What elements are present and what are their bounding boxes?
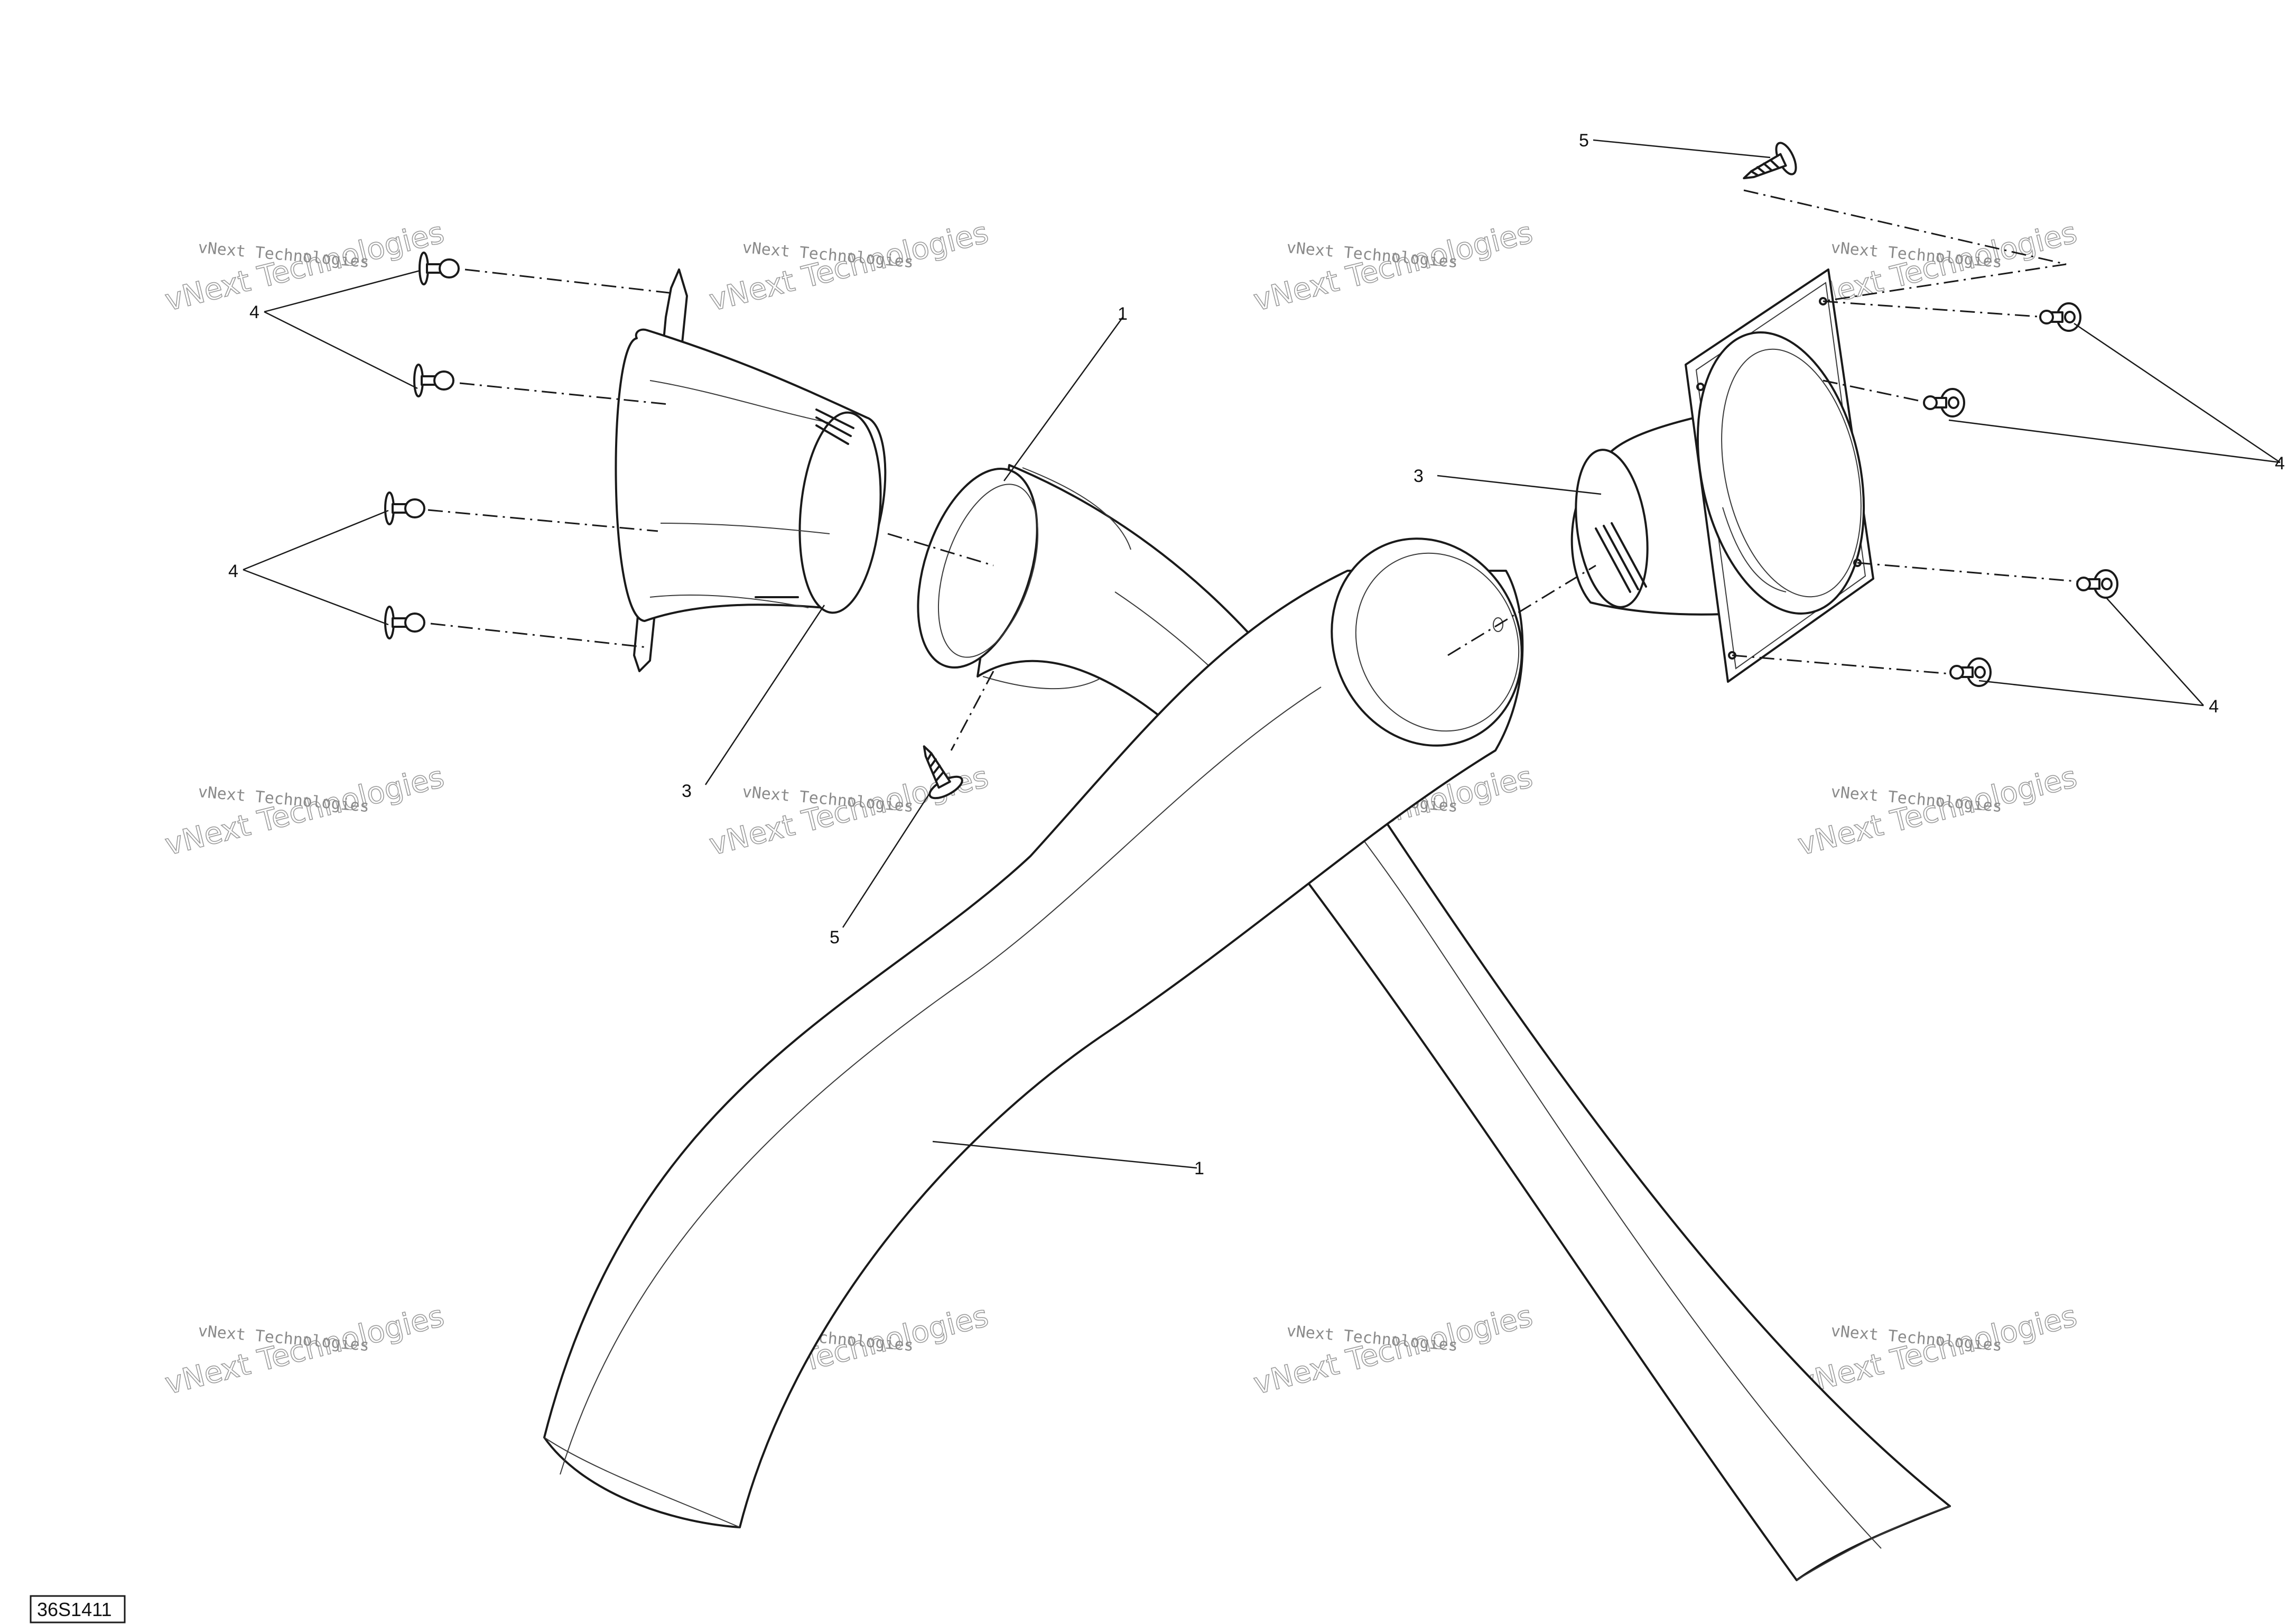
rivet[interactable] [2076,569,2118,599]
assembly-axes [427,189,2077,751]
callout-adapter-right: 3 [1414,466,1424,486]
adapter-right-opening-inner [1721,348,1862,598]
rivet[interactable] [413,364,454,397]
callout-rivets-left-lower: 4 [228,561,238,581]
screw-right[interactable] [1737,140,1800,193]
callout-duct-upper: 1 [1118,304,1128,324]
watermark-large: vNext Technologies [162,1299,448,1402]
watermark-large: vNext Technologies [1795,1299,2080,1402]
watermark: vNext Technologies vNext Technologies [161,1298,448,1402]
duct-b-inlet-rim[interactable] [1298,507,1555,777]
callouts: 1 1 3 3 4 4 4 4 5 5 [228,131,2285,1178]
duct-b[interactable] [543,507,1555,1528]
watermark-large: vNext Technologies [1795,760,2080,862]
adapter-left-outlet[interactable] [792,409,889,616]
drawing-code-box [30,1595,126,1623]
duct-b-screw-hole [1493,617,1503,632]
rivet[interactable] [1923,388,1965,417]
adapter-right-throat [1722,507,1787,592]
callout-rivets-right-upper: 4 [2275,453,2285,474]
watermark-large: vNext Technologies [1250,1299,1536,1402]
rivets[interactable] [384,252,2118,687]
duct-b-outlet-seam [544,1437,740,1528]
adapter-left-contour [649,380,830,608]
watermark: vNext Technologies vNext Technologies [1250,215,1536,319]
watermark-large: vNext Technologies [162,760,448,862]
drawing-code-label: 36S1411 [37,1599,111,1620]
adapter-right-plate-inner [1695,282,1866,670]
watermark: vNext Technologies vNext Technologies [705,215,992,319]
adapter-right[interactable] [1567,268,1888,683]
callout-screw-right: 5 [1579,131,1589,151]
rivet[interactable] [384,606,425,639]
watermark-large: vNext Technologies [1250,216,1536,318]
rivet[interactable] [384,491,425,525]
adapter-left-ribs [755,409,854,598]
watermark: vNext Technologies vNext Technologies [1794,759,2080,863]
screws[interactable] [908,140,1800,802]
watermark-large: vNext Technologies [162,216,448,318]
watermark: vNext Technologies vNext Technologies [161,215,448,319]
watermark-large: vNext Technologies [706,760,992,862]
callout-adapter-left: 3 [682,781,692,801]
duct-b-centerline [560,686,1322,1475]
screw-left[interactable] [908,738,965,802]
duct-a-band [982,467,1131,690]
duct-b-inlet-inner [1355,552,1520,732]
rivet[interactable] [419,252,460,285]
watermark: vNext Technologies vNext Technologies [161,759,448,863]
adapter-left[interactable] [615,268,889,672]
callout-rivets-right-lower: 4 [2209,697,2219,717]
adapter-right-ribs [1595,522,1647,593]
callout-duct-lower: 1 [1194,1158,1204,1178]
duct-b-body[interactable] [543,570,1524,1528]
duct-a-outlet-seam [1796,1506,1950,1581]
watermark: vNext Technologies vNext Technologies [1250,1298,1536,1402]
rivet[interactable] [1949,657,1992,687]
watermark-large: vNext Technologies [706,216,992,318]
rivet[interactable] [2039,302,2081,332]
callout-rivets-left-upper: 4 [249,302,259,322]
duct-a-inlet-inner [937,484,1039,658]
adapter-right-hole-tl [1696,383,1705,391]
callout-screw-left: 5 [830,927,840,948]
adapter-right-horn-rim[interactable] [1567,445,1657,611]
watermark: vNext Technologies vNext Technologies [1794,1298,2080,1402]
drawing-code: 36S1411 [30,1595,126,1623]
watermark: vNext Technologies vNext Technologies [705,759,992,863]
duct-a-inlet-rim[interactable] [896,454,1060,683]
adapter-right-opening[interactable] [1674,317,1888,629]
leader-lines [243,139,2281,1169]
